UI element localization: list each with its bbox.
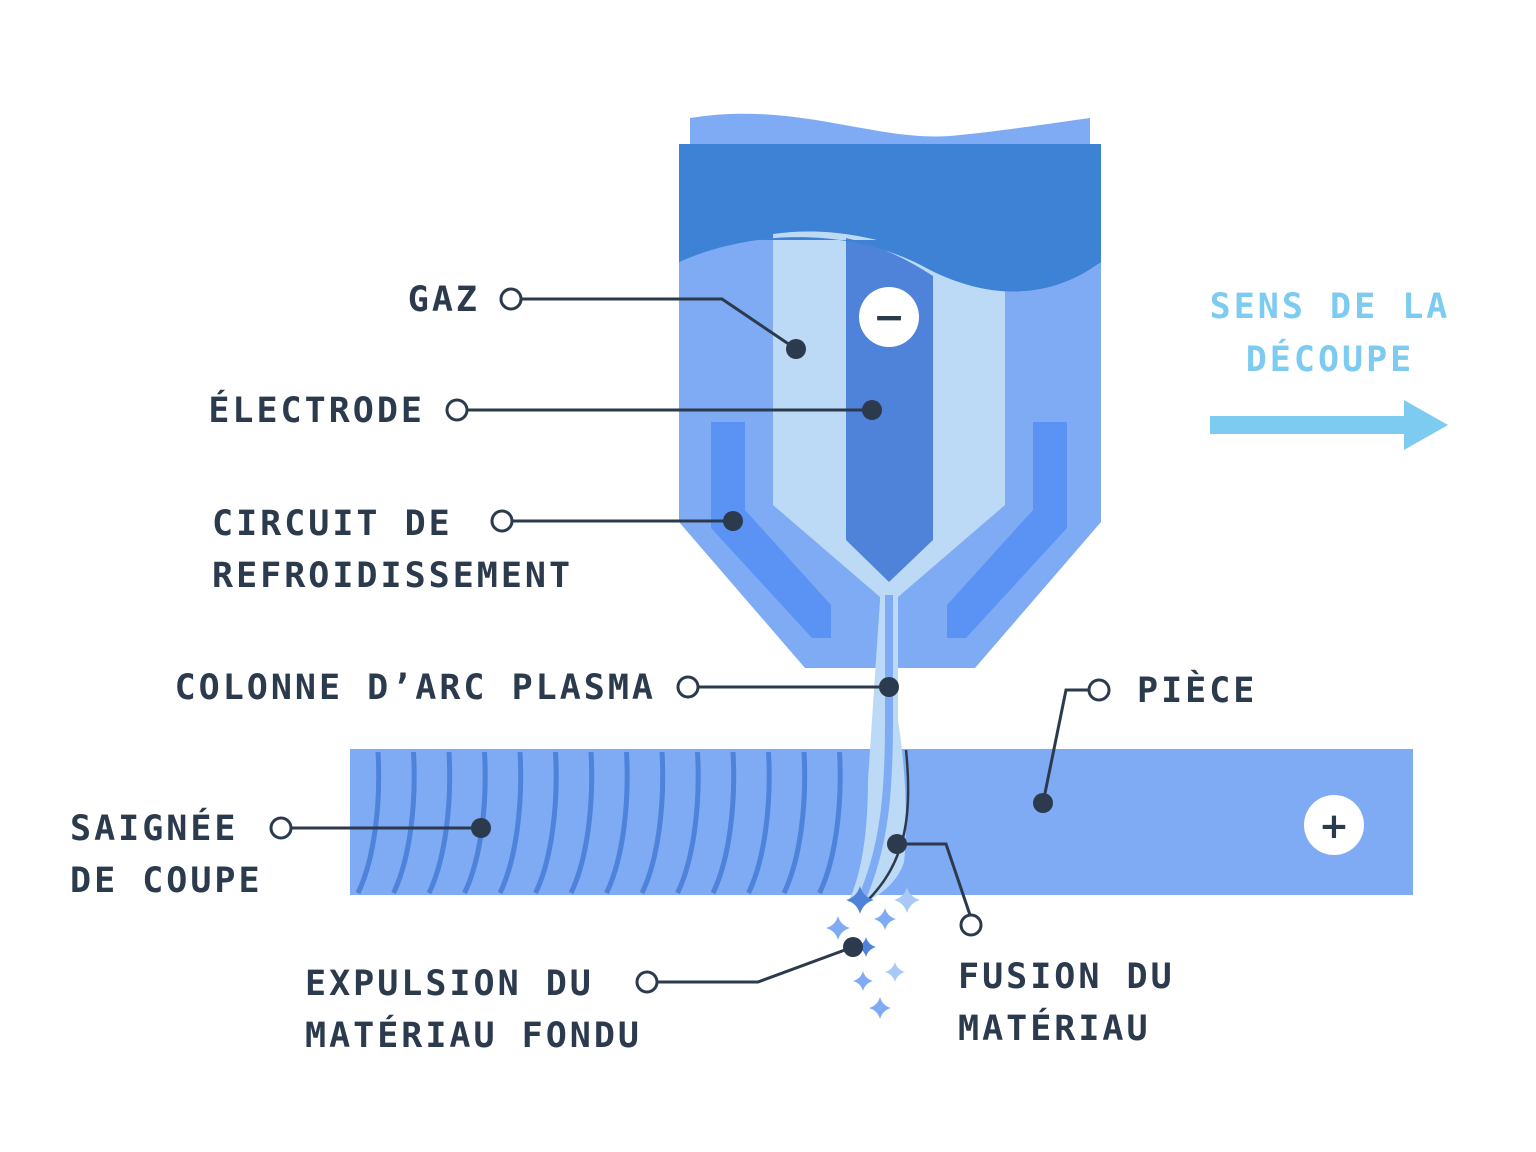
dot-piece-label	[1087, 678, 1111, 702]
kerf-stripe	[391, 751, 417, 895]
spark-icon	[874, 908, 896, 930]
dot-piece-target	[1033, 793, 1053, 813]
leader-fusion	[897, 842, 972, 916]
label-fusion-line2: MATÉRIAU	[958, 1007, 1151, 1049]
spark-icon	[846, 886, 874, 914]
direction-label-line1: SENS DE LA	[1210, 287, 1451, 327]
direction-label-line2: DÉCOUPE	[1246, 338, 1415, 380]
leader-gaz	[521, 297, 797, 351]
leaders	[291, 297, 1089, 984]
spark-icon	[885, 962, 905, 982]
spark-icon	[826, 916, 850, 940]
cooling-circuit-left	[711, 422, 831, 638]
dot-saignee-target	[471, 818, 491, 838]
anode-badge	[1304, 795, 1364, 855]
label-saignee-line2: DE COUPE	[70, 861, 263, 901]
spark-icon	[869, 997, 891, 1019]
torch-band-wave	[679, 237, 1101, 292]
kerf-stripe	[497, 751, 524, 895]
sparks	[826, 886, 920, 1019]
label-circuit-line1: CIRCUIT DE	[212, 504, 453, 544]
label-colonne: COLONNE D’ARC PLASMA	[175, 668, 656, 708]
label-fusion-line1: FUSION DU	[958, 957, 1175, 997]
dot-fusion-label	[959, 913, 983, 937]
kerf-stripe	[710, 751, 737, 895]
leader-expulsion	[657, 945, 854, 984]
dot-colonne-label	[676, 675, 700, 699]
kerf-stripe	[675, 751, 701, 895]
melt-front	[867, 749, 910, 901]
label-circuit-line2: REFROIDISSEMENT	[212, 556, 573, 596]
kerf-stripe	[639, 751, 666, 895]
dot-circuit-label	[490, 509, 514, 533]
kerf-stripe	[533, 751, 559, 895]
label-saignee-line1: SAIGNÉE	[70, 807, 239, 849]
kerf-stripe	[817, 751, 843, 895]
dot-saignee-label	[269, 816, 293, 840]
kerf-stripe	[781, 751, 808, 895]
plasma-arc	[848, 595, 910, 902]
dot-fusion-target	[887, 834, 907, 854]
direction-arrow-icon	[1210, 400, 1448, 450]
plasma-arc-core	[858, 595, 893, 900]
torch: −	[679, 113, 1101, 668]
leader-piece	[1041, 688, 1089, 804]
leader-hollow-dots	[269, 287, 1111, 994]
dot-gaz-target	[786, 339, 806, 359]
label-piece: PIÈCE	[1137, 669, 1257, 711]
dot-expulsion-label	[635, 970, 659, 994]
dot-expulsion-target	[843, 937, 863, 957]
dot-colonne-target	[879, 677, 899, 697]
label-expulsion-line2: MATÉRIAU FONDU	[305, 1014, 642, 1056]
dot-gaz-label	[499, 287, 523, 311]
label-gaz: GAZ	[408, 280, 480, 320]
kerf-stripe	[604, 751, 630, 895]
cathode-badge	[859, 287, 919, 347]
label-electrode: ÉLECTRODE	[208, 389, 425, 431]
kerf-stripe	[746, 751, 772, 895]
spark-icon	[894, 887, 920, 913]
torch-top	[690, 113, 1090, 150]
cooling-circuit-right	[947, 422, 1067, 638]
spark-icon	[853, 971, 873, 991]
dot-circuit-target	[723, 511, 743, 531]
spark-icon	[856, 937, 876, 957]
kerf-stripe	[355, 751, 382, 895]
labels: GAZ ÉLECTRODE CIRCUIT DE REFROIDISSEMENT…	[70, 280, 1257, 1056]
kerf-stripe	[568, 751, 595, 895]
kerf-stripe	[426, 751, 453, 895]
cutting-direction: SENS DE LA DÉCOUPE	[1210, 287, 1451, 450]
label-expulsion-line1: EXPULSION DU	[305, 964, 594, 1004]
leader-filled-dots	[471, 339, 1053, 957]
dot-electrode-target	[862, 400, 882, 420]
cathode-symbol: −	[873, 295, 905, 339]
anode-symbol: +	[1319, 806, 1349, 847]
dot-electrode-label	[445, 398, 469, 422]
